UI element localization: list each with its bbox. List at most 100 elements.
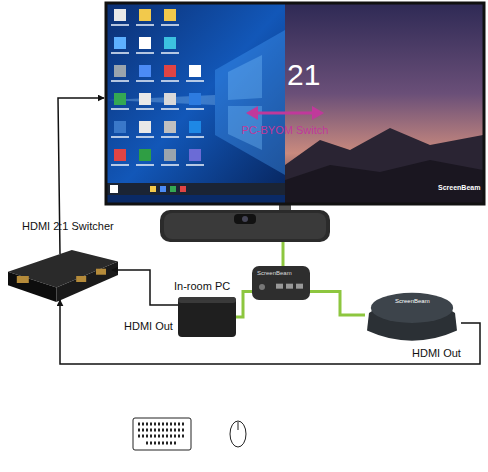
desktop-icon	[139, 93, 151, 105]
pc-top	[178, 297, 236, 303]
icon-caption-mark	[161, 164, 179, 166]
keyboard-outline	[133, 418, 191, 450]
desktop-icons	[111, 9, 204, 166]
port-label: HDMI Out	[124, 320, 173, 332]
arrow-head	[246, 106, 258, 120]
hdmi-port	[17, 276, 29, 283]
hdmi-port	[96, 269, 106, 275]
mouse-wheel	[238, 422, 239, 430]
receiver-top	[371, 293, 453, 323]
arrow-shaft	[256, 112, 314, 115]
icon-caption-mark	[136, 52, 154, 54]
icon-caption-mark	[161, 24, 179, 26]
icon-caption-mark	[111, 164, 129, 166]
windows-logo-glow	[215, 30, 285, 175]
switch-double-arrow	[246, 106, 324, 120]
mountain	[285, 128, 483, 203]
pc-body	[178, 297, 236, 337]
node-outline	[363, 287, 461, 345]
screen-left	[107, 4, 285, 203]
mountain-front	[285, 160, 483, 203]
icon-caption-mark	[186, 136, 204, 138]
windows-desktop	[107, 4, 285, 203]
desktop-icon	[139, 37, 151, 49]
desktop-icon	[164, 121, 176, 133]
in-room-pc: In-room PC	[178, 297, 236, 337]
icon-caption-mark	[161, 136, 179, 138]
brand-logo: ScreenBeam	[438, 184, 480, 192]
hub-body	[252, 266, 310, 300]
desktop-icon	[139, 9, 151, 21]
desktop-icon	[189, 121, 201, 133]
device-label: In-room PC	[174, 280, 230, 292]
taskbar-icon	[180, 186, 186, 192]
usb-switch: ScreenBeam	[252, 266, 310, 300]
windows-pane	[228, 55, 262, 100]
hdmi-cable	[58, 98, 104, 254]
usb-port	[286, 284, 293, 289]
hdmi-cable	[112, 270, 178, 305]
desktop-icon	[139, 149, 151, 161]
camera-lens	[242, 216, 248, 222]
switch-label: PC-BYOM Switch	[225, 124, 345, 136]
taskbar	[107, 183, 285, 195]
desktop-icon	[114, 65, 126, 77]
switcher-side	[56, 261, 118, 302]
desktop-icon	[114, 149, 126, 161]
taskbar-icon	[160, 186, 166, 192]
port-label: HDMI Out	[412, 347, 461, 359]
icon-caption-mark	[136, 80, 154, 82]
desktop-icon	[164, 9, 176, 21]
usb-port	[276, 284, 283, 289]
desktop-icon	[164, 93, 176, 105]
desktop-icon	[114, 121, 126, 133]
desktop-icon	[164, 149, 176, 161]
byom-wallpaper	[285, 4, 483, 203]
icon-caption-mark	[111, 80, 129, 82]
node-outline	[8, 250, 118, 302]
usb-port	[296, 284, 303, 289]
icon-caption-mark	[136, 136, 154, 138]
icon-caption-mark	[136, 108, 154, 110]
soundbar-grille	[164, 213, 326, 239]
icon-caption-mark	[136, 24, 154, 26]
mouse-outline	[230, 421, 246, 447]
hub-button	[259, 284, 265, 290]
screen-bottom	[107, 195, 285, 203]
display-bezel	[106, 3, 484, 204]
usb-wire	[282, 242, 285, 266]
switcher-front	[8, 272, 56, 302]
taskbar-icon	[170, 186, 176, 192]
clock-text: 21	[287, 58, 320, 91]
soundbar-body	[160, 210, 330, 242]
keyboard-keys	[138, 424, 186, 443]
icon-caption-mark	[111, 24, 129, 26]
keyboard-icon	[133, 418, 191, 450]
node-outline	[105, 2, 485, 205]
icon-caption-mark	[111, 108, 129, 110]
usb-cable	[310, 292, 365, 316]
taskbar-icon	[150, 186, 156, 192]
display-screen: 21PC-BYOM SwitchScreenBeam	[105, 2, 485, 205]
desktop-icon	[164, 65, 176, 77]
icon-caption-mark	[161, 108, 179, 110]
device-label: HDMI 2:1 Switcher	[22, 220, 114, 232]
desktop-icon	[114, 9, 126, 21]
camera-lens-housing	[234, 214, 256, 224]
icon-caption-mark	[111, 136, 129, 138]
icon-caption-mark	[111, 52, 129, 54]
soundbar	[160, 210, 330, 242]
icon-caption-mark	[161, 80, 179, 82]
desktop-icon	[164, 37, 176, 49]
desktop-icon	[139, 121, 151, 133]
icon-caption-mark	[161, 52, 179, 54]
icon-caption-mark	[186, 80, 204, 82]
screenbeam-receiver: ScreenBeam	[363, 287, 461, 345]
icon-caption-mark	[186, 164, 204, 166]
desktop-icon	[189, 93, 201, 105]
icon-caption-mark	[136, 164, 154, 166]
